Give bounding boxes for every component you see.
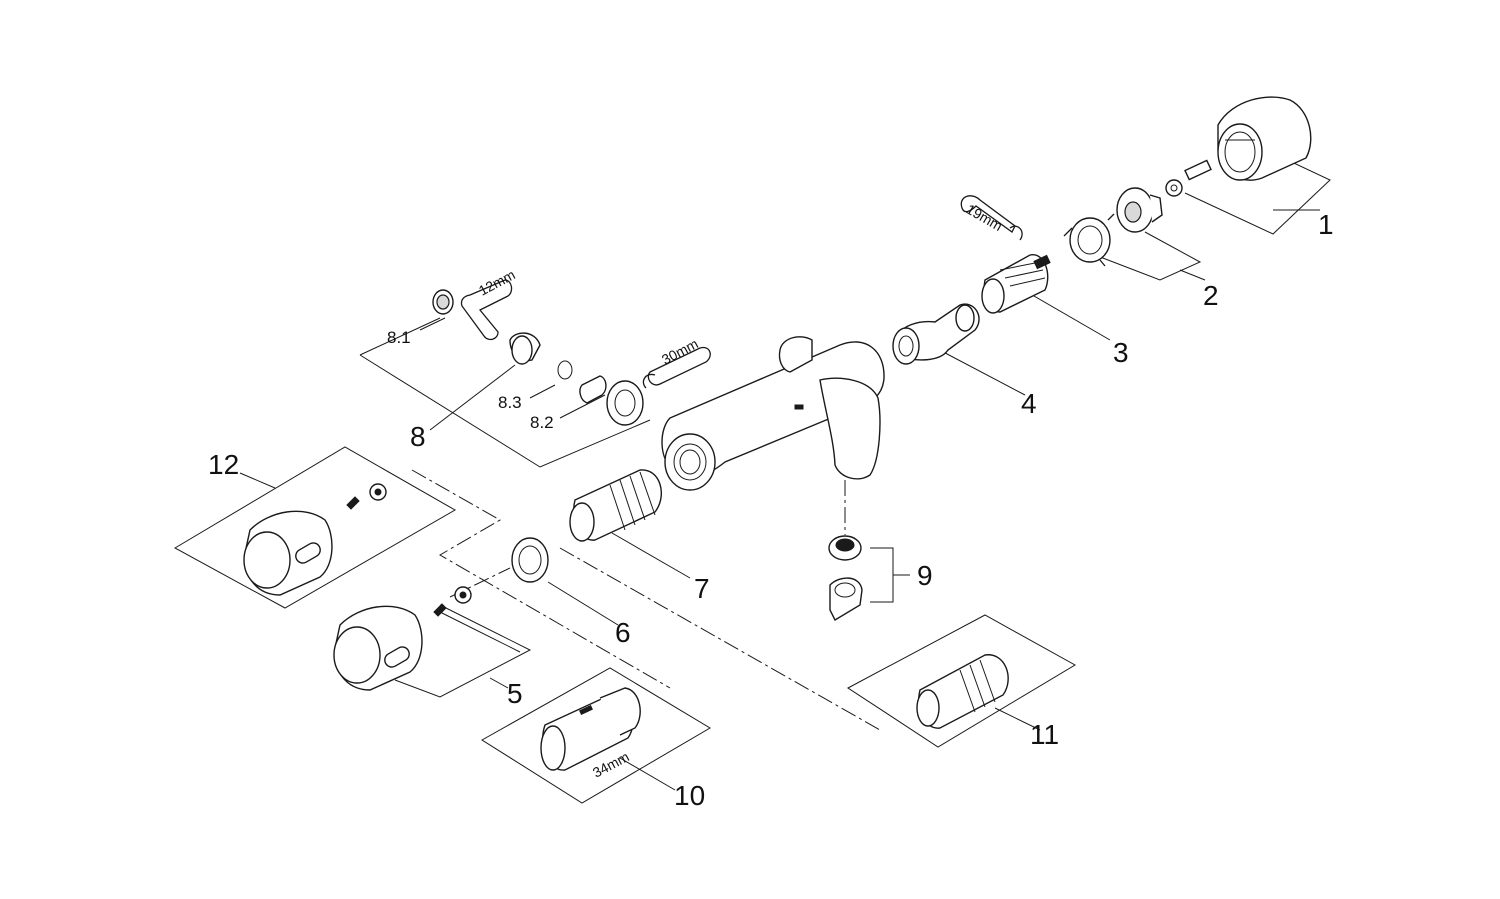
part-3-cartridge: [981, 254, 1051, 314]
callout-12: 12: [208, 449, 239, 480]
callout-11: 11: [1030, 719, 1059, 750]
callout-9: 9: [917, 560, 933, 591]
assembly-axis-lines: [411, 469, 881, 731]
callout-1: 1: [1318, 209, 1334, 240]
part-9-aerator: [828, 535, 863, 621]
part-4-coupling: [892, 303, 980, 365]
part-8-check-valve: [432, 289, 644, 426]
part-7-thermo-cartridge: [569, 469, 663, 542]
callout-3: 3: [1113, 337, 1129, 368]
part-11-cartridge: [916, 654, 1009, 729]
tool-hex-key-12mm: 12mm: [460, 266, 518, 341]
tool-label-30mm: 30mm: [659, 335, 701, 367]
panel-12: [173, 446, 457, 609]
kit-panels: [173, 446, 1077, 804]
callout-7: 7: [694, 573, 710, 604]
tool-label-19mm: 19mm: [964, 201, 1006, 234]
part-2-adapter: [1063, 187, 1163, 267]
callout-2: 2: [1203, 280, 1219, 311]
callout-numbers: 1 2 3 4 5 6 7 8 9 10 11 12 8.1 8.2 8.3: [208, 209, 1334, 811]
part-10-sleeve: [540, 687, 641, 771]
part-5-handle: [333, 586, 472, 691]
part-12-handle: [243, 483, 387, 596]
callout-10: 10: [674, 780, 705, 811]
callout-8-3: 8.3: [498, 393, 522, 412]
leader-lines: [239, 139, 1331, 791]
tool-label-12mm: 12mm: [476, 266, 518, 298]
callout-6: 6: [615, 617, 631, 648]
callout-8: 8: [410, 421, 426, 452]
tool-wrench-30mm: 30mm: [642, 335, 711, 389]
part-1-handle-cap: [1165, 96, 1312, 197]
callout-8-2: 8.2: [530, 413, 554, 432]
callout-4: 4: [1021, 388, 1037, 419]
callout-8-1: 8.1: [387, 328, 411, 347]
mixer-body: [661, 336, 885, 491]
part-6-ring: [511, 537, 549, 583]
callout-5: 5: [507, 678, 523, 709]
panel-11: [847, 614, 1077, 748]
tool-wrench-19mm: 19mm: [960, 195, 1023, 241]
panel-10: [481, 667, 711, 804]
